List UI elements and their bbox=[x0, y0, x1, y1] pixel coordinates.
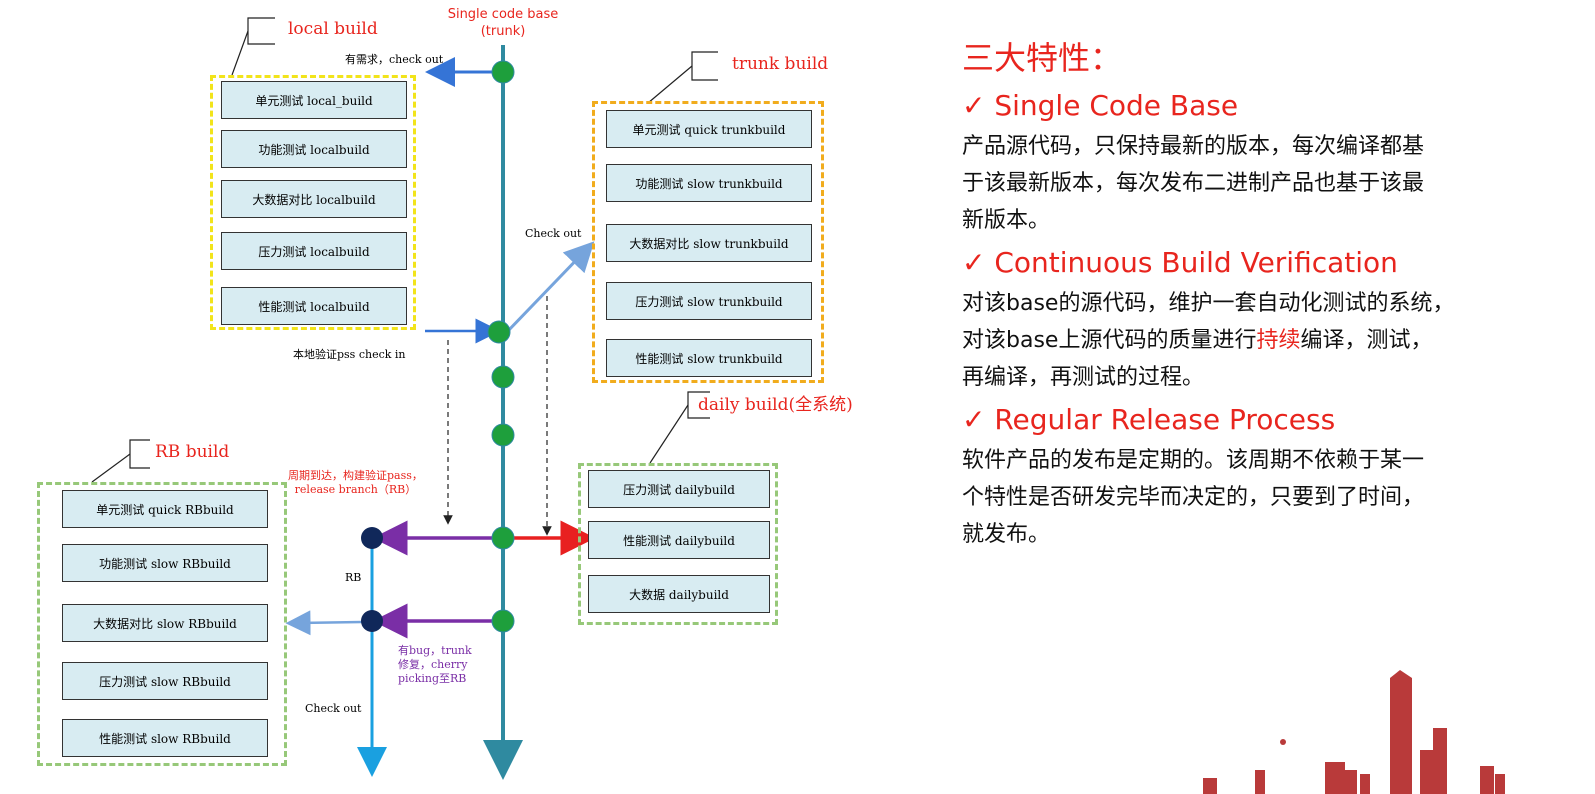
trunk-node bbox=[487, 320, 511, 344]
trunk-build-group bbox=[592, 101, 824, 383]
trunk-node bbox=[491, 60, 515, 84]
trunk-build-item: 性能测试 slow trunkbuild bbox=[606, 339, 812, 377]
feature-line: 对该base上源代码的质量进行持续编译，测试， bbox=[962, 328, 1433, 353]
local-build-item: 功能测试 localbuild bbox=[221, 130, 407, 168]
local-build-item: 单元测试 local_build bbox=[221, 81, 407, 119]
rb-build-item: 单元测试 quick RBbuild bbox=[62, 490, 268, 528]
feature-title: ✓ Single Code Base bbox=[962, 89, 1239, 122]
rb-node bbox=[361, 527, 383, 549]
trunk-build-item: 压力测试 slow trunkbuild bbox=[606, 282, 812, 320]
release-flow-diagram bbox=[91, 17, 718, 780]
features-panel: 三大特性： ✓ Single Code Base 产品源代码，只保持最新的版本，… bbox=[962, 34, 1582, 553]
trunk-node bbox=[491, 423, 515, 447]
rb-build-item: 功能测试 slow RBbuild bbox=[62, 544, 268, 582]
feature-line: 软件产品的发布是定期的。该周期不依赖于某一 bbox=[962, 448, 1425, 473]
trunk-build-item: 大数据对比 slow trunkbuild bbox=[606, 224, 812, 262]
rb-build-callout bbox=[129, 439, 150, 469]
trunk-build-item: 单元测试 quick trunkbuild bbox=[606, 110, 812, 148]
local-build-group bbox=[210, 75, 416, 330]
feature-line: 对该base的源代码，维护一套自动化测试的系统， bbox=[962, 291, 1455, 316]
feature-line: 产品源代码，只保持最新的版本，每次编译都基 bbox=[962, 134, 1425, 159]
feature-line: 再编译，再测试的过程。 bbox=[962, 365, 1205, 390]
panel-heading: 三大特性： bbox=[962, 39, 1123, 77]
local-checkout-note: 有需求，check out bbox=[345, 53, 444, 66]
feature-line: 新版本。 bbox=[962, 208, 1051, 233]
rb-build-title: RB build bbox=[155, 442, 230, 462]
feature-title: ✓ Continuous Build Verification bbox=[962, 246, 1398, 279]
rb-build-group bbox=[37, 482, 287, 766]
daily-build-item: 压力测试 dailybuild bbox=[588, 470, 770, 508]
local-build-item: 压力测试 localbuild bbox=[221, 232, 407, 270]
daily-build-item: 性能测试 dailybuild bbox=[588, 521, 770, 559]
trunk-build-item: 功能测试 slow trunkbuild bbox=[606, 164, 812, 202]
trunk-checkout-note: Check out bbox=[525, 227, 582, 240]
local-build-item: 性能测试 localbuild bbox=[221, 287, 407, 325]
feature-line: 个特性是否研发完毕而决定的，只要到了时间， bbox=[962, 485, 1425, 510]
release-note: 周期到达，构建验证pass， release branch（RB） bbox=[288, 469, 423, 496]
trunk-build-checkout-arrow bbox=[505, 241, 595, 334]
local-checkin-note: 本地验证pss check in bbox=[293, 348, 406, 361]
feature-line: 就发布。 bbox=[962, 522, 1051, 547]
rb-build-item: 性能测试 slow RBbuild bbox=[62, 719, 268, 757]
bugfix-note: 有bug，trunk 修复，cherry picking至RB bbox=[398, 644, 472, 685]
highlight-text: 持续 bbox=[1256, 328, 1301, 353]
trunk-node bbox=[491, 526, 515, 550]
rb-build-item: 大数据对比 slow RBbuild bbox=[62, 604, 268, 642]
feature-line: 于该最新版本，每次发布二进制产品也基于该最 bbox=[962, 171, 1425, 196]
feature-title: ✓ Regular Release Process bbox=[962, 403, 1336, 436]
rb-build-item: 压力测试 slow RBbuild bbox=[62, 662, 268, 700]
rb-label: RB bbox=[345, 571, 362, 584]
city-skyline-graphic bbox=[1203, 670, 1505, 794]
local-build-title: local build bbox=[288, 19, 378, 39]
trunk-node bbox=[491, 609, 515, 633]
rb-node bbox=[361, 610, 383, 632]
local-build-callout bbox=[247, 17, 275, 45]
daily-build-item: 大数据 dailybuild bbox=[588, 575, 770, 613]
trunk-build-callout bbox=[691, 51, 718, 81]
trunk-node bbox=[491, 365, 515, 389]
daily-build-group bbox=[578, 463, 778, 625]
trunk-build-title: trunk build bbox=[732, 54, 829, 74]
rb-checkout-arrow bbox=[285, 610, 363, 636]
local-build-item: 大数据对比 localbuild bbox=[221, 180, 407, 218]
daily-build-title: daily build(全系统) bbox=[698, 395, 853, 415]
rb-checkout-note: Check out bbox=[305, 702, 362, 715]
trunk-label: Single code base (trunk) bbox=[447, 7, 559, 39]
